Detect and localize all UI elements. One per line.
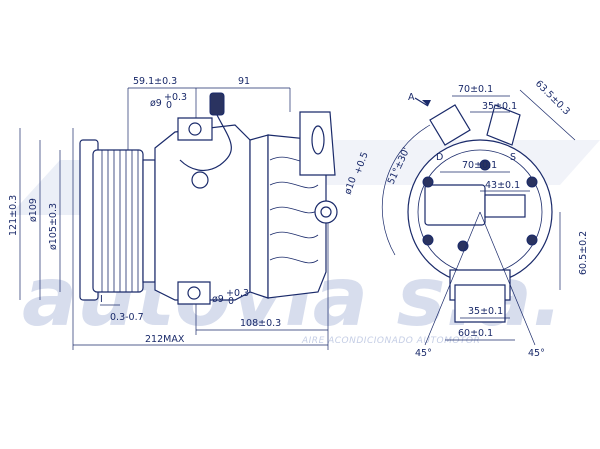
view-arrow — [414, 97, 429, 107]
bolt-3 — [526, 176, 538, 188]
electrical-connector — [209, 92, 225, 116]
dim-212: 212MAX — [145, 334, 185, 345]
dim-121: 121±0.3 — [8, 195, 19, 236]
label-d: D — [436, 152, 443, 163]
bottom-mount-ear — [177, 281, 211, 305]
dim-9-top-tol2: 0 — [166, 100, 172, 111]
dim-0-3: 0.3-0.7 — [110, 312, 144, 323]
dim-9-top: ø9 — [150, 98, 162, 109]
dim-63-5: 63.5±0.3 — [533, 78, 572, 117]
fitting-top-left — [429, 104, 471, 146]
dim-91: 91 — [238, 76, 250, 87]
pulley-body — [92, 149, 144, 293]
dim-I: I — [100, 294, 103, 305]
bottom-mount-hole — [187, 286, 201, 300]
valve-stub — [484, 194, 526, 218]
side-view: 59.1±0.3 91 121±0.3 ø109 ø105±0.3 108±0.… — [8, 76, 371, 350]
bolt-1 — [422, 176, 434, 188]
angle-45-left: 45° — [415, 348, 432, 359]
bottom-mount-plate — [454, 284, 506, 323]
bolt-6 — [526, 234, 538, 246]
dim-60: 60±0.1 — [458, 328, 493, 339]
dim-9-bot: ø9 — [212, 294, 224, 305]
dim-60-5: 60.5±0.2 — [578, 231, 589, 275]
dim-35-bot: 35±0.1 — [468, 306, 503, 317]
bolt-4 — [422, 234, 434, 246]
side-lug-hole — [320, 206, 332, 218]
angle-45l-line — [424, 211, 481, 346]
dim-59-1: 59.1±0.3 — [133, 76, 177, 87]
label-s: S — [510, 152, 516, 163]
dim-105: ø105±0.3 — [48, 203, 59, 250]
connector-wire — [179, 114, 232, 172]
dim-70-top: 70±0.1 — [458, 84, 493, 95]
angle-45r-line — [479, 211, 536, 346]
dim-70-mid: 70±0.1 — [462, 160, 497, 171]
side-lug — [314, 200, 338, 224]
fitting-top-right — [486, 104, 521, 146]
dim-9-bot-tol2: 0 — [228, 296, 234, 307]
top-mount-hole — [188, 122, 202, 136]
watermark-tagline: AIRE ACONDICIONADO AUTOMOTOR — [301, 336, 480, 346]
valve-block — [424, 184, 486, 226]
pressure-valve — [191, 171, 209, 189]
compressor-ring — [249, 134, 269, 299]
dim-9-bot-tol: +0.3 — [226, 288, 249, 299]
bolt-5 — [457, 240, 469, 252]
dim-9-top-tol: +0.3 — [164, 92, 187, 103]
dim-635-line — [519, 89, 576, 141]
rear-lug-slot — [311, 125, 325, 155]
clutch-plate — [142, 159, 156, 283]
dim-109: ø109 — [28, 198, 39, 222]
pulley-grooves — [101, 150, 139, 292]
top-mount-ear — [177, 117, 213, 141]
view-label-a: A — [408, 92, 415, 103]
bolt-2 — [479, 159, 491, 171]
dim-43: 43±0.1 — [485, 180, 520, 191]
compressor-front-housing — [154, 124, 251, 301]
angle-45-right: 45° — [528, 348, 545, 359]
angle-arc — [381, 124, 431, 256]
rear-lug — [299, 111, 336, 176]
dim-35-top: 35±0.1 — [482, 101, 517, 112]
view-arrow-head — [422, 100, 431, 106]
dim-108: 108±0.3 — [240, 318, 281, 329]
